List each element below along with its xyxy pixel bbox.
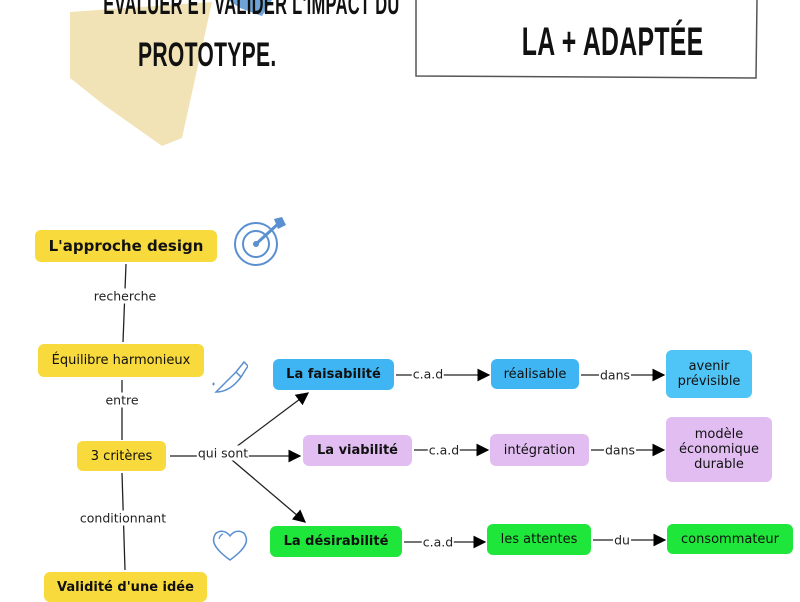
node-consommateur[interactable]: consommateur <box>667 524 793 554</box>
link-qui-sont: qui sont <box>196 445 250 461</box>
link-du: du <box>613 532 631 548</box>
node-3-criteres[interactable]: 3 critères <box>77 441 166 471</box>
node-approche-design[interactable]: L'approche design <box>35 230 217 262</box>
knife-icon <box>212 360 248 393</box>
heart-icon <box>212 530 248 561</box>
link-dans-1: dans <box>598 367 632 383</box>
node-equilibre[interactable]: Équilibre harmonieux <box>38 344 204 377</box>
node-validite[interactable]: Validité d'une idée <box>44 572 207 602</box>
link-cad-3: c.a.d <box>421 534 455 550</box>
node-avenir-previsible[interactable]: avenir prévisible <box>666 350 752 398</box>
link-cad-1: c.a.d <box>411 366 445 382</box>
node-viabilite[interactable]: La viabilité <box>303 435 412 466</box>
sketch-box <box>415 0 758 79</box>
blue-shape <box>228 0 272 16</box>
link-cad-2: c.a.d <box>427 442 461 458</box>
link-conditionnant: conditionnant <box>78 510 168 526</box>
note-text-line2: PROTOTYPE. <box>138 36 277 74</box>
link-recherche: recherche <box>92 288 158 304</box>
sticky-note <box>70 2 212 146</box>
target-icon <box>234 217 286 266</box>
node-faisabilite[interactable]: La faisabilité <box>273 359 394 390</box>
node-les-attentes[interactable]: les attentes <box>487 524 591 555</box>
node-realisable[interactable]: réalisable <box>491 359 579 389</box>
node-desirabilite[interactable]: La désirabilité <box>270 526 402 557</box>
node-integration[interactable]: intégration <box>490 434 589 466</box>
note-text-line1: ÉVALUER ET VALIDER L'IMPACT DU <box>103 0 400 21</box>
link-entre: entre <box>104 392 140 408</box>
node-modele-economique[interactable]: modèle économique durable <box>666 417 772 482</box>
box-text: LA + ADAPTÉE <box>521 20 704 64</box>
link-dans-2: dans <box>603 442 637 458</box>
